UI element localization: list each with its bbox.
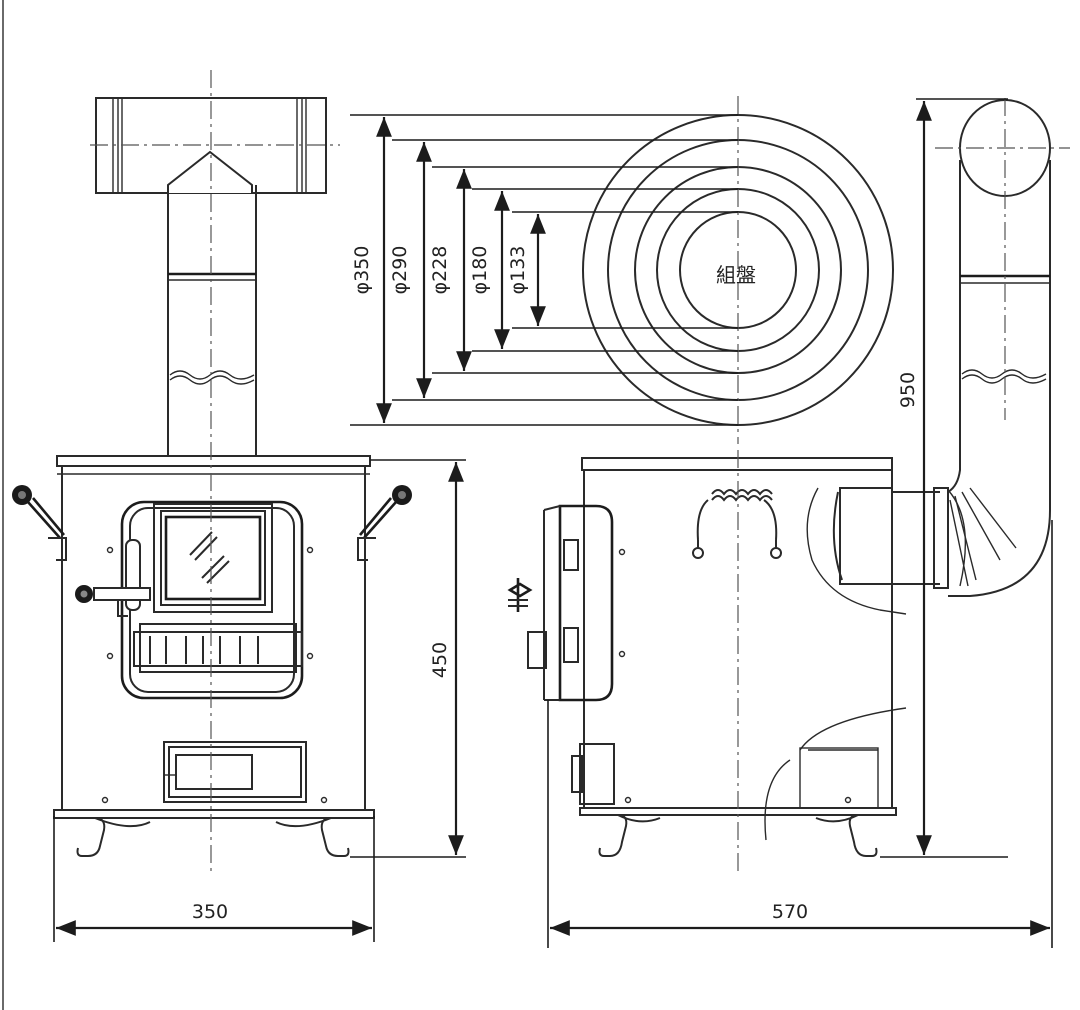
front-top-plate bbox=[56, 455, 371, 467]
dim-total-height: 950 bbox=[897, 372, 919, 408]
side-top-plate bbox=[581, 457, 893, 471]
dim-diameter-350: φ350 bbox=[351, 246, 373, 295]
dim-diameter-228: φ228 bbox=[429, 246, 451, 295]
front-view bbox=[12, 70, 412, 872]
ash-door bbox=[163, 741, 307, 803]
right-handle bbox=[357, 485, 412, 561]
top-plate-label: 組盤 bbox=[716, 263, 756, 287]
side-view bbox=[507, 98, 1070, 872]
side-ash-drawer bbox=[579, 743, 615, 805]
dim-body-height: 450 bbox=[429, 642, 451, 678]
side-flue-connector bbox=[839, 487, 1017, 589]
dimension-lines: 950 450 350 570 bbox=[53, 98, 1053, 948]
fire-door bbox=[75, 500, 314, 700]
dim-diameter-180: φ180 bbox=[469, 246, 491, 295]
hob-ring-plan: φ350 φ290 φ228 φ180 φ133 組盤 bbox=[350, 96, 894, 444]
flue-pipe bbox=[167, 185, 257, 456]
side-interior bbox=[764, 487, 907, 841]
dim-diameter-133: φ133 bbox=[507, 246, 529, 295]
side-chimney bbox=[935, 98, 1070, 597]
dim-diameter-290: φ290 bbox=[389, 246, 411, 295]
dim-front-width: 350 bbox=[192, 901, 228, 923]
top-coil-handle bbox=[692, 489, 782, 559]
front-body bbox=[53, 466, 375, 819]
left-handle bbox=[12, 485, 67, 561]
front-legs bbox=[70, 817, 356, 857]
side-legs bbox=[596, 814, 880, 857]
side-door-profile bbox=[507, 504, 626, 702]
dim-side-width: 570 bbox=[772, 901, 808, 923]
